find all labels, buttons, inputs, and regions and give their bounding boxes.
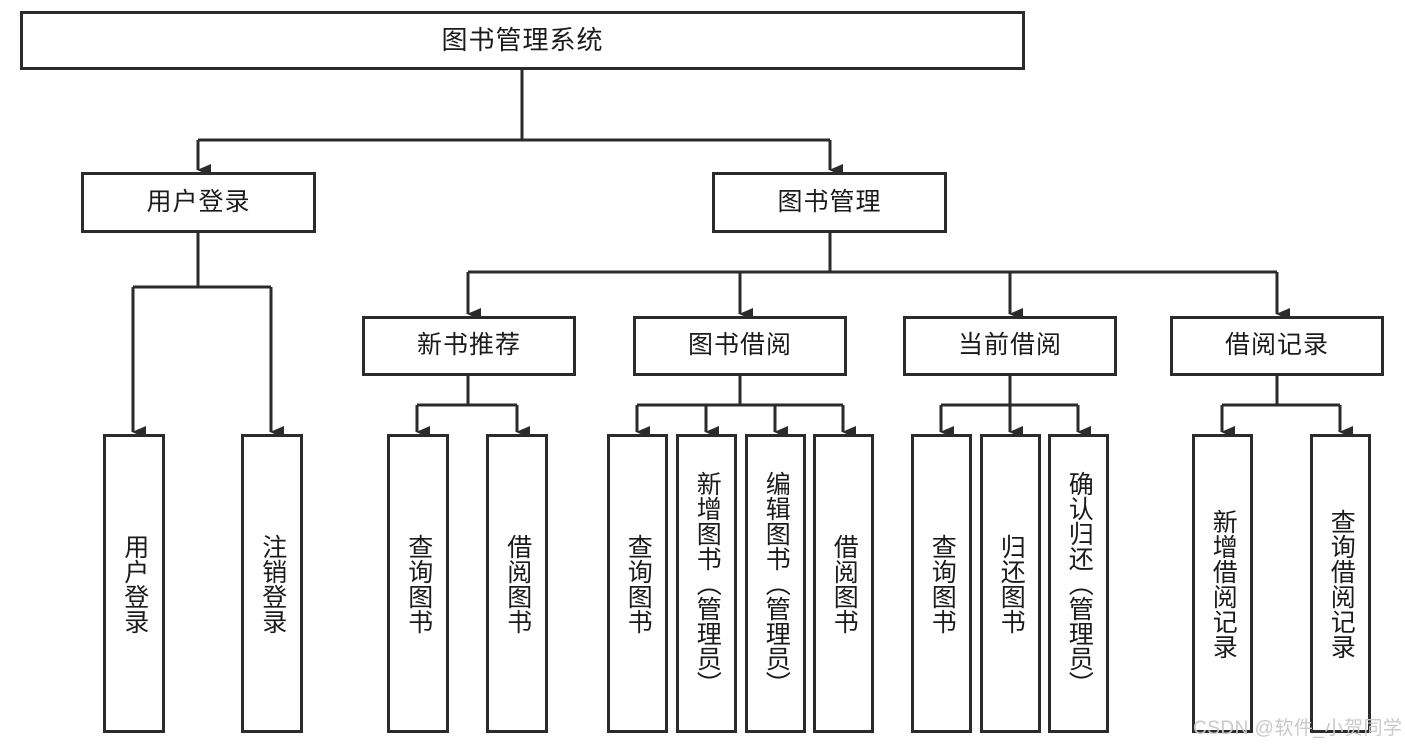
node-book-management-system[interactable]: 图书管理系统 [20,11,1025,70]
node-label: 编辑图书（管理员） [762,471,791,696]
node-label: 查询图书 [404,533,433,634]
node-book-management[interactable]: 图书管理 [712,172,947,233]
node-leaf-query-record[interactable]: 查询借阅记录 [1310,434,1371,733]
node-label: 归还图书 [997,533,1026,634]
node-leaf-borrow-book-2[interactable]: 借阅图书 [813,434,874,733]
node-leaf-user-login[interactable]: 用户登录 [103,434,165,733]
node-label: 当前借阅 [957,331,1062,360]
node-label: 借阅图书 [830,533,859,634]
node-label: 图书管理 [777,187,882,216]
node-current-borrow[interactable]: 当前借阅 [903,316,1117,376]
node-book-borrow[interactable]: 图书借阅 [633,316,847,376]
node-label: 图书借阅 [687,331,792,360]
node-label: 用户登录 [146,187,251,216]
node-new-book-recommend[interactable]: 新书推荐 [362,316,576,376]
node-leaf-query-book-2[interactable]: 查询图书 [607,434,668,733]
node-label: 新增借阅记录 [1209,508,1238,659]
node-leaf-logout-login[interactable]: 注销登录 [241,434,303,733]
node-label: 图书管理系统 [441,25,604,56]
node-label: 借阅记录 [1224,331,1329,360]
node-label: 新增图书（管理员） [693,471,722,696]
node-label: 确认归还（管理员） [1065,471,1094,696]
node-borrow-record[interactable]: 借阅记录 [1170,316,1384,376]
node-label: 注销登录 [258,533,287,634]
node-leaf-query-book-1[interactable]: 查询图书 [387,434,449,733]
node-leaf-borrow-book-1[interactable]: 借阅图书 [486,434,548,733]
node-user-login[interactable]: 用户登录 [81,172,316,233]
node-leaf-add-record[interactable]: 新增借阅记录 [1192,434,1253,733]
csdn-watermark: CSDN @软件_小贺同学 [1193,718,1403,739]
node-label: 借阅图书 [503,533,532,634]
node-leaf-confirm-return[interactable]: 确认归还（管理员） [1048,434,1109,733]
node-label: 用户登录 [120,533,149,634]
node-label: 查询图书 [624,533,653,634]
node-leaf-edit-book[interactable]: 编辑图书（管理员） [745,434,806,733]
node-label: 查询借阅记录 [1327,508,1356,659]
node-leaf-add-book[interactable]: 新增图书（管理员） [676,434,737,733]
node-label: 查询图书 [928,533,957,634]
node-label: 新书推荐 [416,331,521,360]
node-leaf-return-book[interactable]: 归还图书 [980,434,1041,733]
node-leaf-query-book-3[interactable]: 查询图书 [911,434,972,733]
